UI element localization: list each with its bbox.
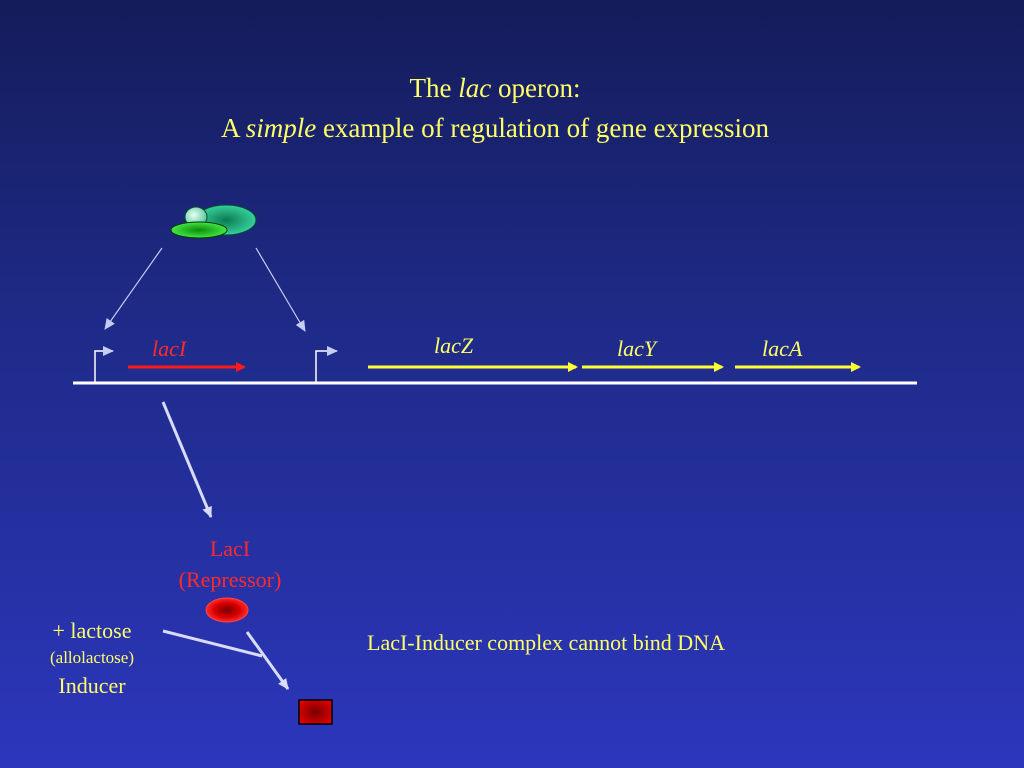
- complex-icon: [298, 699, 333, 725]
- inducer-allolactose: (allolactose): [49, 648, 134, 667]
- title-line-2: A simple example of regulation of gene e…: [220, 113, 770, 143]
- repressor-role: (Repressor): [178, 567, 282, 592]
- repressor-icon: [205, 597, 249, 623]
- title-line-1: The lac operon:: [409, 73, 581, 103]
- rna-polymerase-icon: [170, 204, 257, 239]
- inducer-lactose: + lactose: [52, 618, 132, 643]
- polymerase-arrow-right: [255, 247, 306, 332]
- label-lacz: lacZ: [434, 333, 474, 358]
- repressor-name: LacI: [209, 536, 251, 561]
- inducer-name: Inducer: [58, 673, 126, 698]
- promoter-lac-operon: [315, 346, 338, 383]
- inducer-label: + lactose (allolactose) Inducer: [22, 617, 162, 701]
- label-laci: lacI: [152, 336, 187, 361]
- label-laca: lacA: [762, 336, 803, 361]
- expression-arrow: [161, 401, 213, 518]
- promoter-laci: [94, 346, 114, 383]
- polymerase-arrow-left: [104, 247, 163, 330]
- slide-title: The lac operon: A simple example of regu…: [0, 68, 990, 148]
- complex-note: LacI-Inducer complex cannot bind DNA: [367, 630, 725, 655]
- inducer-arrow-line: [162, 629, 263, 658]
- repressor-label: LacI (Repressor): [156, 533, 304, 595]
- label-lacy: lacY: [617, 336, 657, 361]
- binding-arrow: [245, 631, 290, 690]
